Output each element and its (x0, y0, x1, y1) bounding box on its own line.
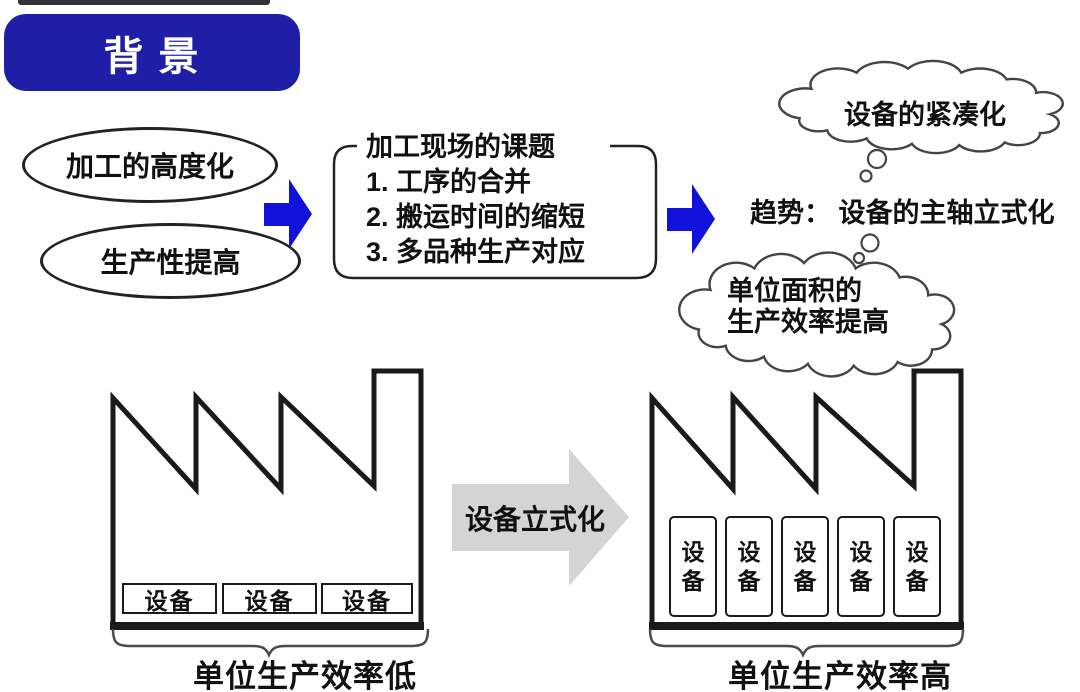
equipment-label: 设备 (244, 587, 295, 614)
issues-box-text: 加工现场的课题 1. 工序的合并 2. 搬运时间的缩短 3. 多品种生产对应 (366, 130, 585, 270)
driver-ellipse-processing-label: 加工的高度化 (65, 151, 234, 182)
factory-left-caption: 单位生产效率低 (193, 659, 417, 692)
cloud-efficiency-tail-icon (860, 233, 880, 253)
equipment-box-vertical: 设备 (669, 516, 717, 617)
badge-label: 背 景 (103, 34, 201, 79)
cloud-compact-tail-icon (866, 148, 888, 170)
factory-left-outline (110, 368, 424, 629)
cloud-compact-outline (779, 61, 1062, 153)
equipment-box-vertical: 设备 (781, 516, 829, 617)
verticalization-arrow-label: 设备立式化 (464, 504, 605, 535)
issues-box-item: 3. 多品种生产对应 (366, 237, 586, 267)
equipment-box-vertical: 设备 (893, 516, 941, 617)
cloud-compact-tail-icon (859, 169, 873, 183)
equipment-label: 设备 (681, 538, 705, 594)
trend-statement: 趋势： 设备的主轴立式化 (750, 198, 1055, 228)
cloud-efficiency-outline (679, 253, 954, 377)
equipment-box-horizontal: 设备 (122, 583, 217, 614)
equipment-label: 设备 (793, 538, 817, 594)
factory-right-caption: 单位生产效率高 (728, 659, 952, 692)
issues-box-item: 1. 工序的合并 (366, 167, 532, 197)
brace-left (111, 628, 430, 659)
equipment-label: 设备 (849, 538, 873, 594)
equipment-box-vertical: 设备 (837, 516, 885, 617)
flow-arrow-1-icon (264, 179, 312, 249)
equipment-box-horizontal: 设备 (321, 583, 413, 614)
verticalization-arrow-icon (452, 449, 629, 586)
issues-box-item: 2. 搬运时间的缩短 (366, 202, 586, 232)
background-title-badge: 背 景 (4, 14, 300, 91)
driver-ellipse-productivity-label: 生产性提高 (100, 247, 241, 278)
cloud-efficiency-tail-icon (852, 251, 866, 265)
cloud-efficiency-label: 单位面积的 生产效率提高 (727, 276, 889, 338)
top-edge-bar (18, 0, 270, 5)
cloud-efficiency-line2: 生产效率提高 (727, 307, 889, 337)
issues-box-title: 加工现场的课题 (366, 132, 555, 162)
equipment-box-horizontal: 设备 (222, 583, 317, 614)
flow-arrow-2-icon (667, 184, 715, 254)
factory-right-outline (649, 368, 964, 629)
equipment-label: 设备 (737, 538, 761, 594)
brace-right (648, 628, 965, 659)
equipment-label: 设备 (144, 587, 195, 614)
equipment-label: 设备 (342, 587, 392, 614)
cloud-efficiency-line1: 单位面积的 (727, 276, 862, 306)
driver-ellipse-productivity: 生产性提高 (40, 223, 301, 299)
cloud-compact-label: 设备的紧凑化 (844, 100, 1006, 130)
equipment-label: 设备 (905, 538, 929, 594)
equipment-box-vertical: 设备 (725, 516, 773, 617)
issues-box-outline (332, 144, 658, 280)
driver-ellipse-processing: 加工的高度化 (22, 127, 278, 203)
